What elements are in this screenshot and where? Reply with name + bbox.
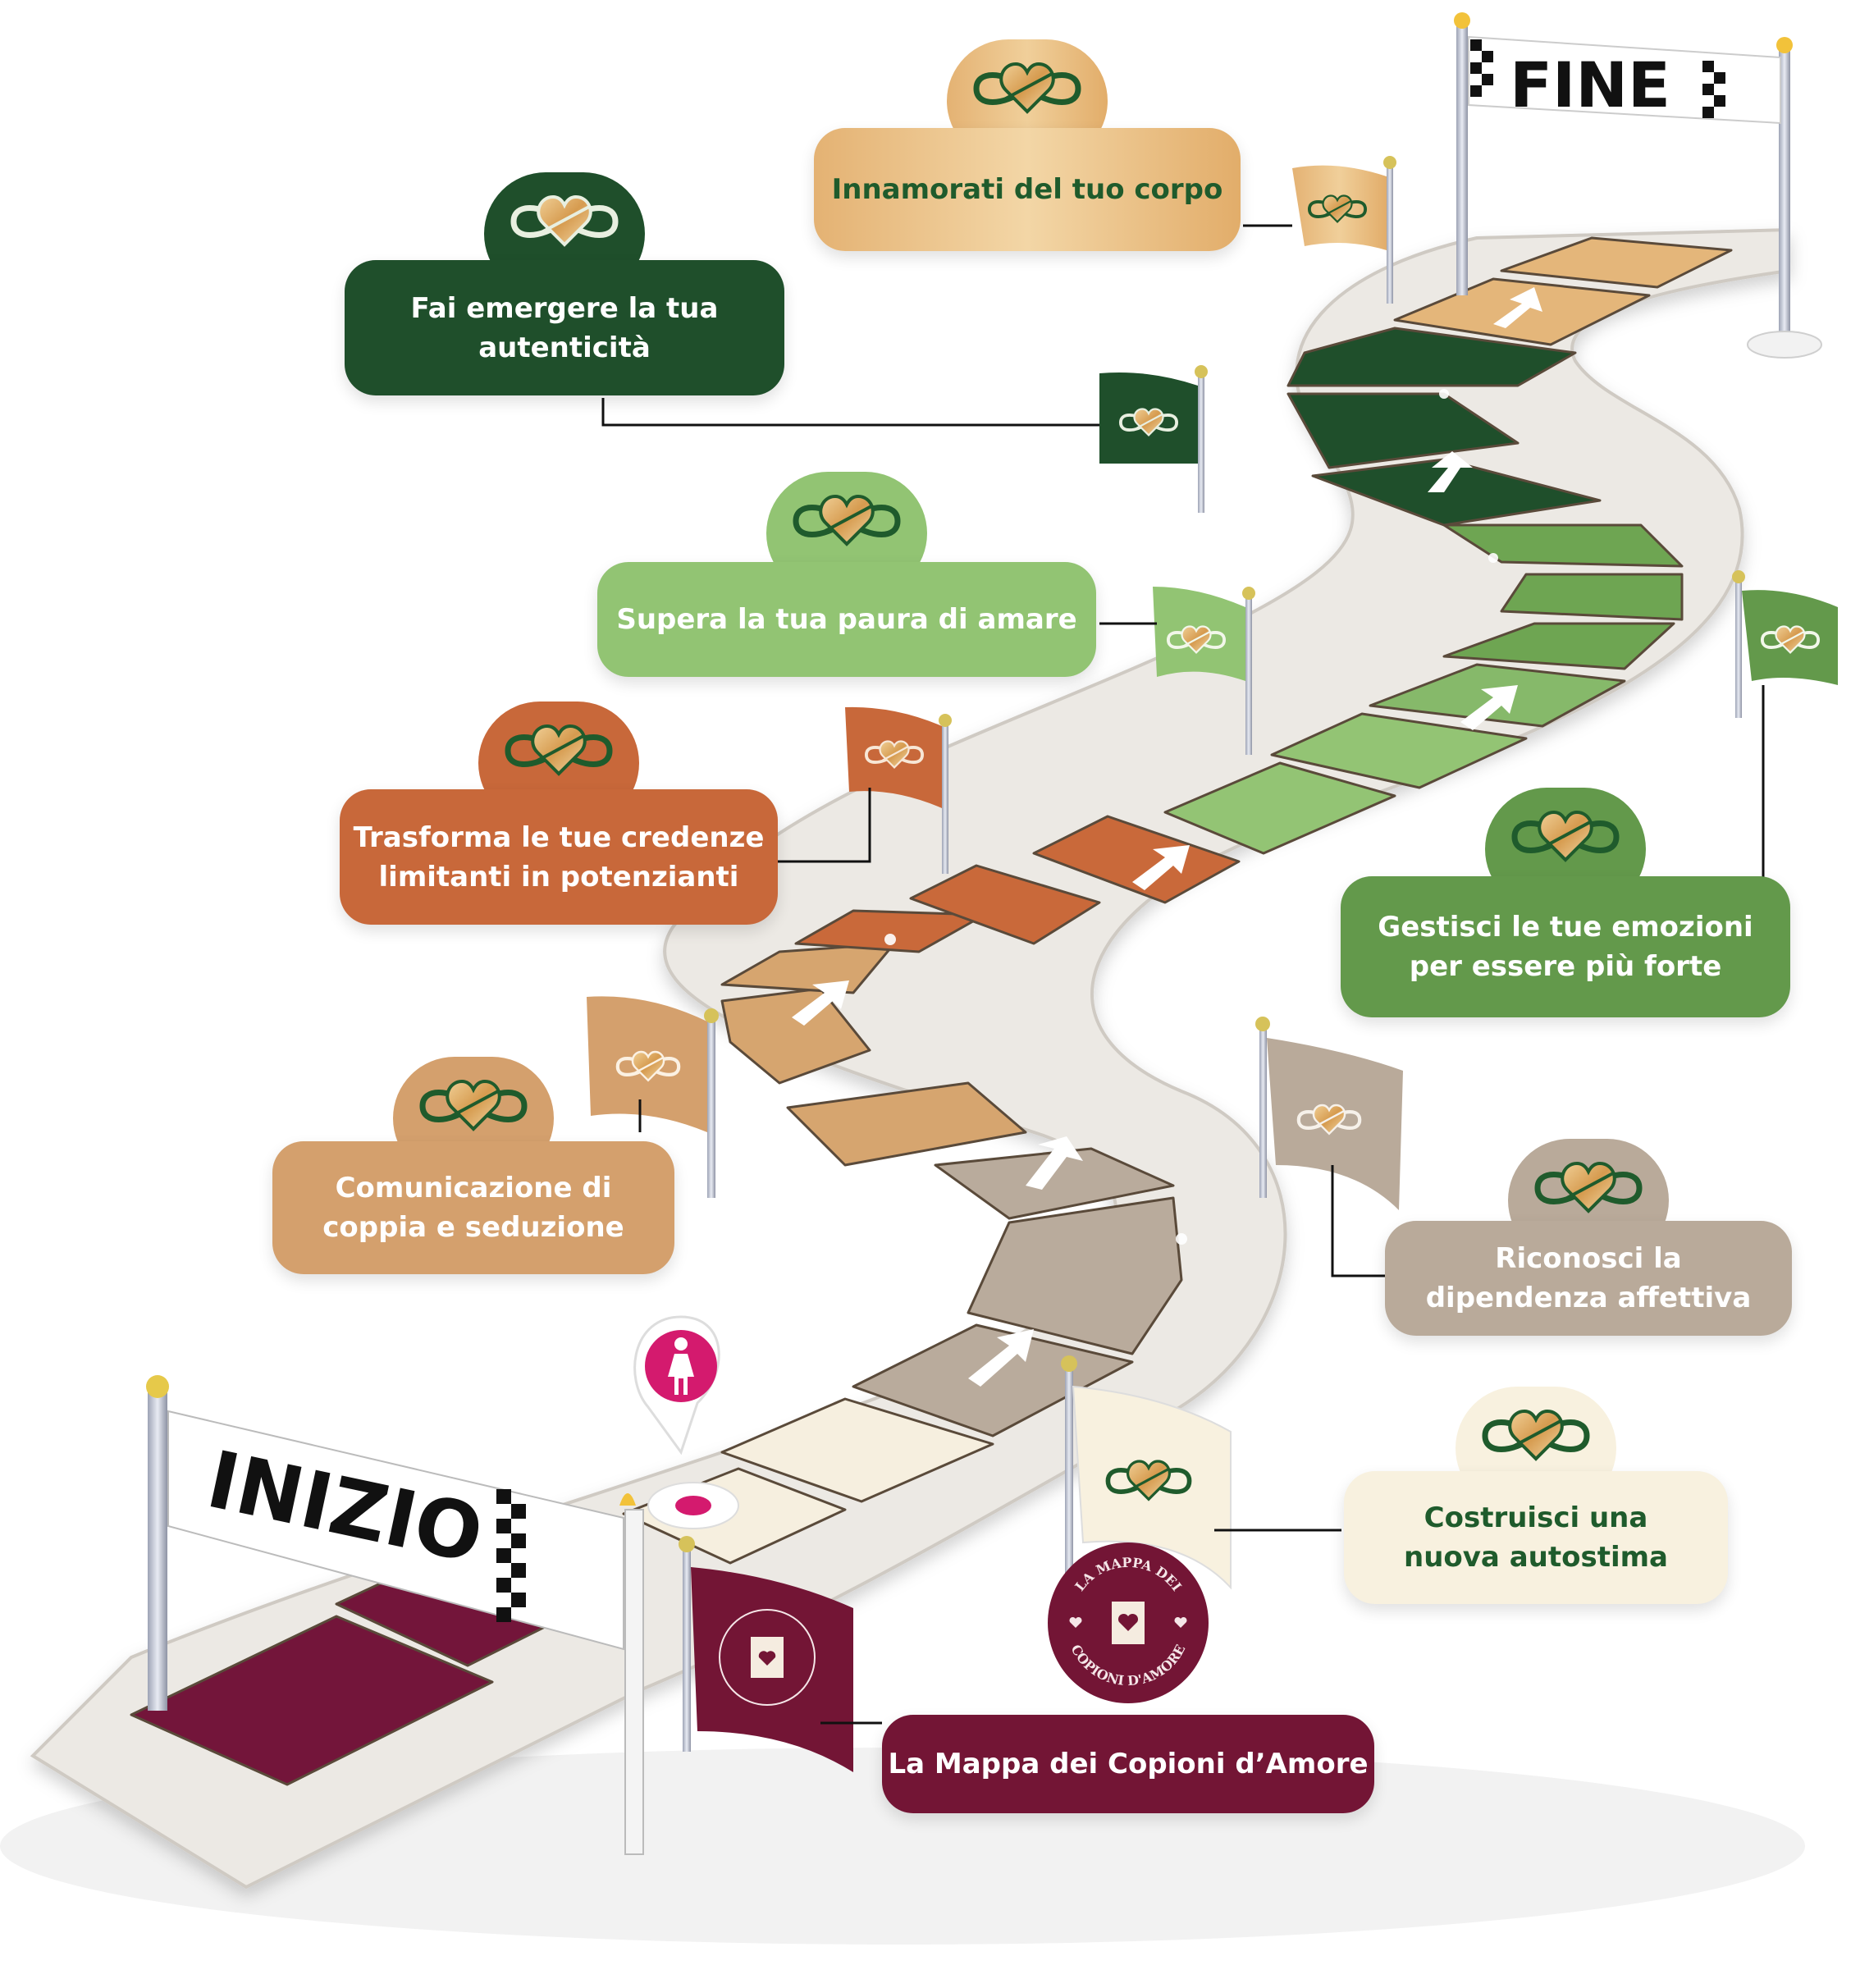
stage-label-line2: coppia e seduzione <box>322 1211 624 1244</box>
stage-label-line1: Comunicazione di <box>335 1172 612 1204</box>
stage-label-line1: Fai emergere la tua <box>410 291 719 325</box>
tile-mgreen-1 <box>1442 622 1675 670</box>
stage-comunicazione[interactable]: Comunicazione di coppia e seduzione <box>272 1057 674 1274</box>
tile-mgreen-3 <box>1442 523 1684 568</box>
tile-lgreen-2 <box>1270 712 1528 789</box>
stage-credenze[interactable]: Trasforma le tue credenze limitanti in p… <box>340 702 778 925</box>
stage-label-line2: limitanti in potenzianti <box>378 860 739 893</box>
stage-label-line1: Gestisci le tue emozioni <box>1378 911 1753 944</box>
arrow-icon <box>1428 451 1473 492</box>
arrow-icon <box>1132 845 1190 890</box>
stage-label-line2: nuova autostima <box>1404 1541 1668 1574</box>
tile-gold-2 <box>1500 236 1733 289</box>
tile-dgreen-2 <box>1286 392 1520 469</box>
woman-icon <box>668 1337 694 1395</box>
stage-autenticita[interactable]: Fai emergere la tua autenticità <box>345 172 784 395</box>
stage-label-line2: dipendenza affettiva <box>1425 1282 1752 1314</box>
heart-infinity-icon <box>1470 1401 1602 1470</box>
arrow-icon <box>968 1329 1034 1387</box>
svg-text:COPIONI D'AMORE: COPIONI D'AMORE <box>1068 1642 1189 1689</box>
flag-corpo <box>1292 156 1396 304</box>
checker-left <box>1470 39 1493 97</box>
tile-taupe-1 <box>852 1323 1134 1437</box>
checker-right <box>1702 61 1725 118</box>
arrow-icon <box>792 980 849 1026</box>
stage-label-line2: autenticità <box>478 331 651 364</box>
flag-paura <box>1153 587 1255 755</box>
map-seal: LA MAPPA DEI COPIONI D'AMORE <box>1048 1542 1209 1703</box>
tile-cream-2 <box>720 1397 994 1503</box>
heart-left-icon <box>1069 1616 1082 1628</box>
stage-label: Supera la tua paura di amare <box>616 603 1077 636</box>
direction-arrows <box>792 287 1542 1387</box>
heart-right-icon <box>1174 1616 1187 1628</box>
stage-corpo[interactable]: Innamorati del tuo corpo <box>814 39 1241 251</box>
tile-start-1 <box>130 1615 494 1786</box>
connector-lines <box>601 224 1765 1725</box>
heart-infinity-icon <box>408 1072 539 1140</box>
tile-dgreen-3 <box>1286 327 1577 387</box>
map-seal-icon: LA MAPPA DEI COPIONI D'AMORE <box>1068 1555 1189 1689</box>
svg-text:LA MAPPA DEI: LA MAPPA DEI <box>1072 1555 1184 1594</box>
flag-emozioni <box>1732 570 1838 718</box>
tile-rust-3 <box>1032 815 1241 904</box>
arrow-icon <box>1026 1136 1083 1190</box>
stage-label-line1: Riconosci la <box>1495 1242 1682 1275</box>
flag-comunicazione <box>587 996 719 1198</box>
heart-infinity-icon <box>493 716 624 785</box>
tile-mgreen-2 <box>1500 573 1684 621</box>
flag-dipendenza <box>1255 1017 1403 1210</box>
flag-autenticita <box>1099 365 1208 513</box>
flag-credenze <box>845 706 952 874</box>
heart-infinity-icon <box>962 54 1093 123</box>
heart-infinity-icon <box>499 187 630 256</box>
flags <box>587 156 1838 1772</box>
path-tiles <box>130 236 1733 1786</box>
start-gate: INIZIO <box>146 1375 644 1855</box>
stage-label: La Mappa dei Copioni d’Amore <box>888 1748 1369 1780</box>
seal-bottom-text: COPIONI D'AMORE <box>1068 1642 1189 1689</box>
player-marker[interactable] <box>633 1315 739 1529</box>
heart-infinity-icon <box>1500 802 1631 871</box>
tile-tan-1 <box>786 1081 1027 1167</box>
tile-lgreen-1 <box>1163 761 1396 855</box>
arrow-icon <box>1493 287 1542 328</box>
finish-label: FINE <box>1510 48 1670 121</box>
stage-label: Innamorati del tuo corpo <box>831 173 1223 206</box>
heart-infinity-icon <box>781 487 912 555</box>
stage-mappa[interactable]: La Mappa dei Copioni d’Amore LA MAPPA DE… <box>882 1542 1374 1813</box>
stage-autostima[interactable]: Costruisci una nuova autostima <box>1344 1387 1728 1604</box>
heart-infinity-icon <box>1523 1154 1654 1223</box>
tile-rust-2 <box>909 864 1101 945</box>
tile-taupe-3 <box>934 1147 1175 1220</box>
stage-label-line2: per essere più forte <box>1409 950 1722 983</box>
stage-emozioni[interactable]: Gestisci le tue emozioni per essere più … <box>1341 788 1790 1017</box>
stage-label-line1: Trasforma le tue credenze <box>353 820 765 854</box>
stage-dipendenza[interactable]: Riconosci la dipendenza affettiva <box>1385 1139 1792 1336</box>
stage-paura[interactable]: Supera la tua paura di amare <box>597 472 1096 677</box>
arrow-icon <box>1460 685 1518 730</box>
checker-start <box>496 1489 526 1622</box>
stage-label-line1: Costruisci una <box>1424 1501 1648 1534</box>
seal-top-text: LA MAPPA DEI <box>1072 1555 1184 1594</box>
tile-dgreen-1 <box>1311 458 1602 527</box>
finish-gate: FINE <box>1454 12 1822 359</box>
flag-mappa <box>679 1536 853 1772</box>
